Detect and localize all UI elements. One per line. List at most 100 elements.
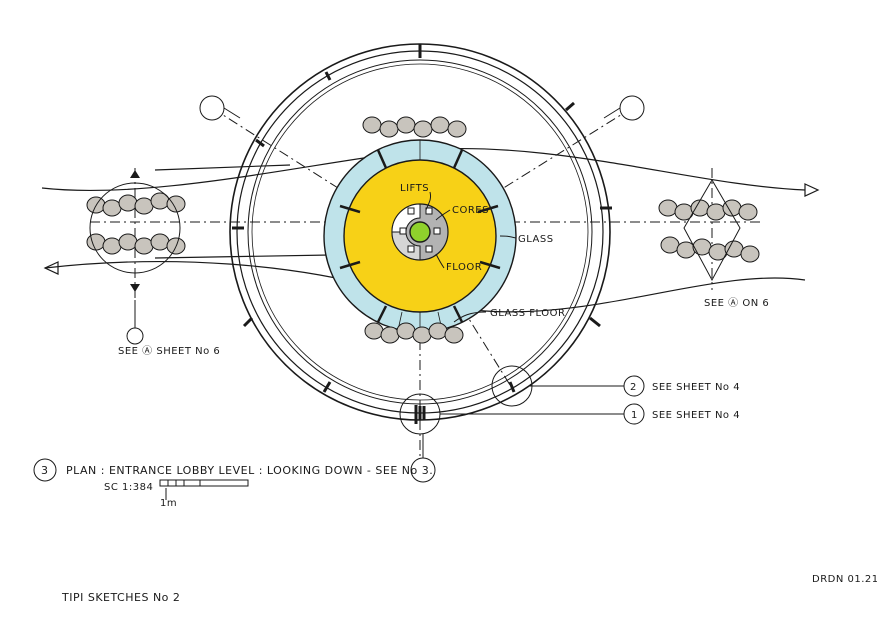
column-tick: [242, 316, 254, 328]
glass-mullion: [376, 305, 388, 323]
glass-mullion: [479, 260, 501, 270]
path-line-lower-left: [154, 254, 331, 259]
column-tick: [255, 138, 265, 148]
stone-seat: [166, 195, 186, 213]
stone-seat: [362, 116, 382, 134]
second-ring-inner: [251, 63, 589, 401]
stone-seat: [118, 233, 138, 251]
stone-seat: [118, 194, 138, 212]
glass-mullion: [452, 305, 464, 323]
stone-seat: [412, 326, 432, 344]
leader-lifts: [425, 191, 431, 211]
detail-diamond-e: [134, 107, 741, 458]
stone-seat: [740, 245, 760, 263]
stone-seat: [380, 326, 400, 344]
stone-seat: [724, 240, 744, 258]
stone-seat: [396, 322, 416, 340]
ref-number-2: 2: [630, 382, 637, 393]
glass-segments: [339, 149, 501, 323]
grid-bubble-nw: [199, 95, 225, 121]
arrow-left-icon: [43, 261, 59, 275]
drawing-number: 3: [41, 464, 49, 477]
glass-mullion: [339, 260, 361, 270]
arrow-down-icon: [130, 284, 140, 292]
second-ring: [247, 59, 593, 405]
plan-scale: SC 1:384: [104, 482, 153, 493]
glass-mullion: [452, 149, 464, 169]
detail-diamond: [683, 179, 741, 282]
stone-seat: [706, 203, 726, 221]
scale-bar-body: [159, 479, 249, 487]
label-see-sheet-4-bottom: SEE SHEET No 4: [652, 410, 740, 421]
leader-floor: [435, 253, 445, 269]
scale-unit: 1m: [160, 498, 177, 509]
stone-seat: [134, 197, 154, 215]
drawing-number-circle: [33, 458, 57, 482]
stone-seat: [447, 120, 467, 138]
lift-shaft: [433, 227, 441, 235]
lift-shaft: [425, 207, 433, 215]
lift-shaft: [399, 227, 407, 235]
stone-seat: [413, 120, 433, 138]
stone-seat: [444, 326, 464, 344]
stone-seat: [430, 116, 450, 134]
glass-mullion: [339, 204, 361, 214]
stone-seat: [396, 116, 416, 134]
plan-title: PLAN : ENTRANCE LOBBY LEVEL : LOOKING DO…: [66, 464, 433, 477]
central-atrium: [409, 221, 431, 243]
label-floor: FLOOR: [446, 262, 482, 273]
stone-seat: [150, 233, 170, 251]
stone-seat: [738, 203, 758, 221]
column-tick: [324, 71, 332, 81]
stone-seat: [102, 199, 122, 217]
arrow-right-icon: [804, 183, 820, 197]
lift-shaft: [407, 207, 415, 215]
label-cores: CORES: [452, 205, 489, 216]
ref-number-1: 1: [631, 410, 638, 421]
label-glass: GLASS: [518, 234, 554, 245]
column-tick: [322, 381, 332, 393]
stone-seat: [364, 322, 384, 340]
stone-seat: [660, 236, 680, 254]
label-lifts: LIFTS: [400, 183, 429, 194]
stone-seat: [134, 237, 154, 255]
glass-mullion: [477, 204, 499, 214]
column-ticks: [232, 44, 612, 420]
author-date: DRDN 01.21: [812, 574, 877, 585]
annotation-leaders: [425, 191, 517, 323]
column-tick: [589, 316, 601, 328]
label-glass-floor: GLASS FLOOR: [490, 308, 565, 319]
arrow-up-icon: [130, 170, 140, 178]
stone-seat: [692, 238, 712, 256]
lift-shaft: [407, 245, 415, 253]
reference-bubbles: [33, 95, 645, 483]
leader-glass-floor: [453, 311, 487, 323]
glass-mullion: [376, 149, 388, 169]
grid-bubble-w: [126, 327, 144, 345]
column-tick: [565, 101, 575, 112]
path-line-upper-left: [154, 164, 291, 171]
label-see-a-sheet-6: SEE Ⓐ SHEET No 6: [118, 345, 220, 357]
column-tick: [508, 381, 516, 393]
leader-cores: [435, 209, 451, 221]
stone-clusters: [86, 116, 760, 344]
grid-leader-ne: [603, 107, 621, 119]
leader-glass: [499, 235, 517, 239]
stone-seat: [690, 199, 710, 217]
stone-seat: [86, 233, 106, 251]
core: [391, 203, 449, 261]
grid-bubble-ne: [619, 95, 645, 121]
label-see-a-on-6: SEE Ⓐ ON 6: [704, 297, 769, 309]
detail-circle-a-west: [89, 182, 181, 274]
stone-seat: [658, 199, 678, 217]
sheet-title: TIPI SKETCHES No 2: [61, 591, 180, 604]
stone-seat: [428, 322, 448, 340]
grid-leader-nw: [223, 107, 241, 119]
lift-shaft: [425, 245, 433, 253]
core-segment: [391, 231, 421, 261]
scale-bar: [159, 479, 249, 500]
stone-seat: [102, 237, 122, 255]
label-see-sheet-4-top: SEE SHEET No 4: [652, 382, 740, 393]
stone-seat: [379, 120, 399, 138]
